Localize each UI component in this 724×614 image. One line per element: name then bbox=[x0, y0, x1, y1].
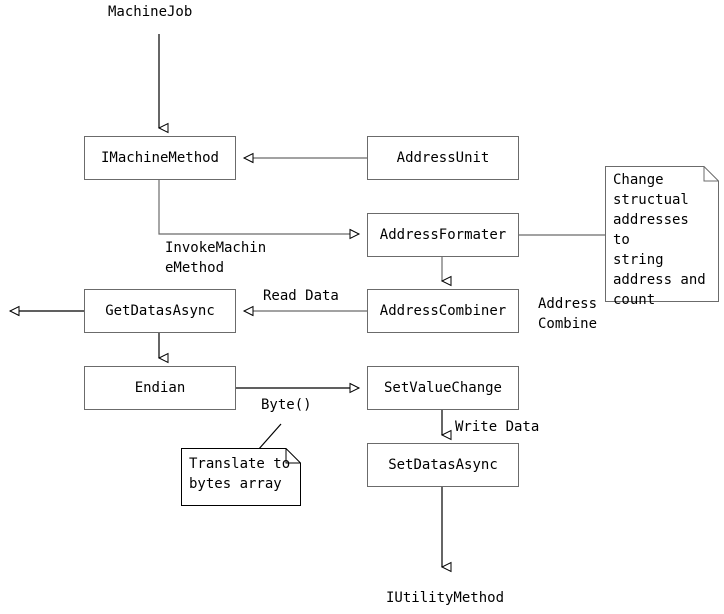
note-shape bbox=[181, 448, 301, 506]
edge-label-write-data: Write Data bbox=[455, 419, 540, 435]
edge-label-address-combine: Address Combine bbox=[538, 296, 598, 332]
note-translate-bytes: Translate to bytes array bbox=[181, 448, 301, 506]
node-addressformater[interactable]: AddressFormater bbox=[367, 213, 519, 257]
note-shape bbox=[605, 166, 719, 302]
edge-label-byte: Byte() bbox=[261, 397, 312, 413]
note-change-addresses-text: Change structual addresses to string add… bbox=[613, 172, 706, 308]
edge-imachinemethod-to-addressformater bbox=[158, 180, 361, 240]
endpoint-label-iutilitymethod: IUtilityMethod bbox=[386, 590, 505, 606]
node-endian[interactable]: Endian bbox=[84, 366, 236, 410]
edge-label-read-data: Read Data bbox=[263, 288, 339, 304]
node-getdatasasync[interactable]: GetDatasAsync bbox=[84, 289, 236, 333]
note-change-addresses: Change structual addresses to string add… bbox=[605, 166, 719, 308]
note-connector-translate-bytes bbox=[257, 423, 282, 451]
note-translate-bytes-text: Translate to bytes array bbox=[189, 456, 291, 492]
node-addresscombiner[interactable]: AddressCombiner bbox=[367, 289, 519, 333]
node-addressunit[interactable]: AddressUnit bbox=[367, 136, 519, 180]
endpoint-label-machinejob: MachineJob bbox=[108, 4, 193, 20]
node-setvaluechange[interactable]: SetValueChange bbox=[367, 366, 519, 410]
node-imachinemethod[interactable]: IMachineMethod bbox=[84, 136, 236, 180]
node-setdatasasync[interactable]: SetDatasAsync bbox=[367, 443, 519, 487]
edge-label-invoke-machine-method: InvokeMachin eMethod bbox=[165, 240, 267, 276]
